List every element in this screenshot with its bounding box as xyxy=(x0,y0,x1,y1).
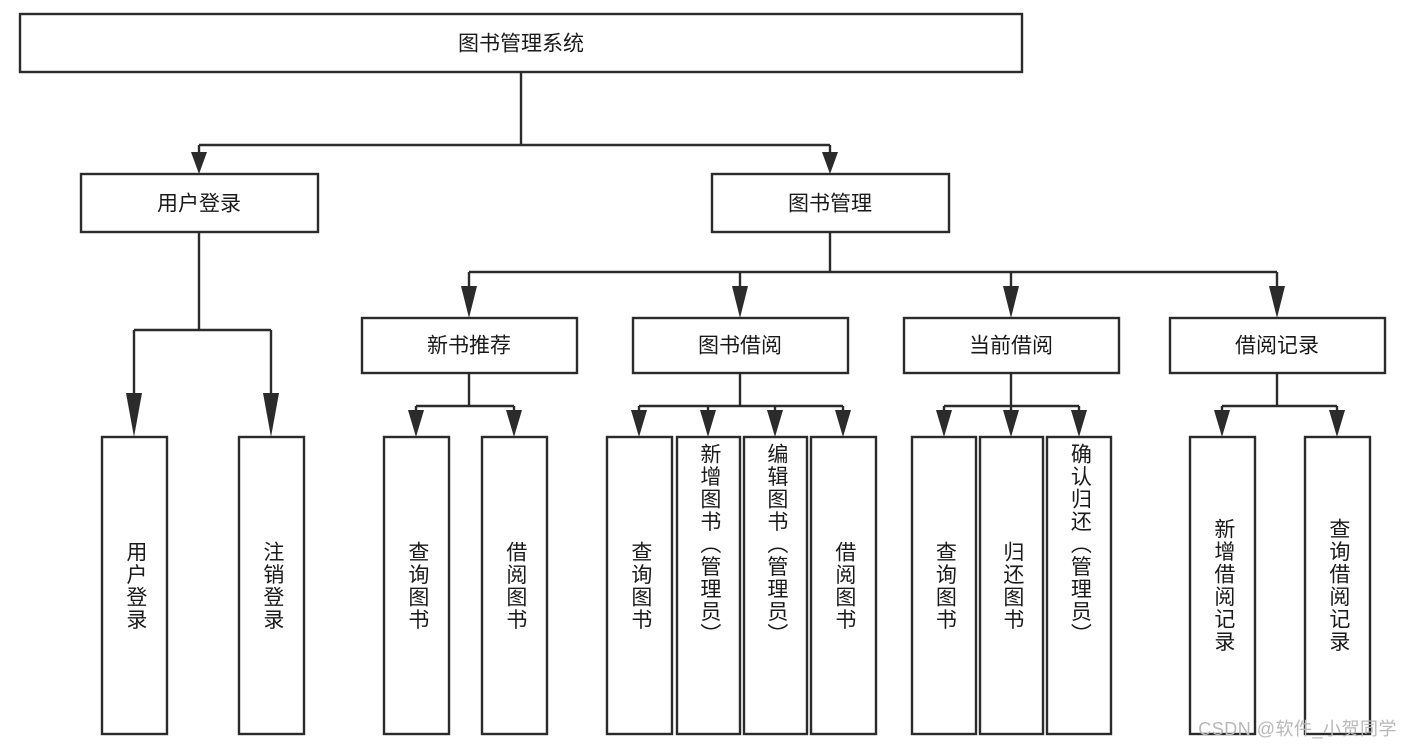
leaf-label-holder-confirm-return: 确认归还（管理员） xyxy=(1047,437,1111,734)
node-box-leaf-add-record[interactable] xyxy=(1188,435,1257,736)
arrow-head-leaf-logout-login xyxy=(263,393,279,437)
node-box-borrow-record[interactable] xyxy=(1168,316,1387,375)
arrow-head-leaf-query-book-rec xyxy=(408,410,424,437)
leaf-label-return-book: 归还图书 xyxy=(1000,540,1024,631)
node-box-leaf-query-book-cur[interactable] xyxy=(910,435,978,736)
arrow-head-leaf-add-record xyxy=(1214,410,1230,437)
leaf-label-holder-add-book: 新增图书（管理员） xyxy=(677,437,740,734)
arrow-head-leaf-borrow-book-rec xyxy=(506,410,522,437)
leaf-label-query-record: 查询借阅记录 xyxy=(1326,518,1350,653)
node-label-borrow-record: 借阅记录 xyxy=(1235,335,1319,358)
leaf-label-confirm-return: 确认归还（管理员） xyxy=(1068,443,1092,646)
node-box-leaf-return-book[interactable] xyxy=(978,435,1045,736)
arrow-head-borrow-record xyxy=(1269,286,1285,318)
arrow-head-leaf-user-login xyxy=(126,393,142,437)
node-box-leaf-add-book[interactable] xyxy=(675,435,742,736)
connector-group-new-book-rec xyxy=(408,373,522,437)
node-box-new-book-rec[interactable] xyxy=(360,316,579,375)
leaf-label-holder-query-book-rec: 查询图书 xyxy=(384,437,449,734)
connector-group-book-manage xyxy=(461,232,1285,318)
arrow-head-book-manage xyxy=(822,152,838,174)
node-box-leaf-query-record[interactable] xyxy=(1303,435,1372,736)
leaf-label-holder-borrow-book-rec: 借阅图书 xyxy=(482,437,547,734)
arrow-head-leaf-confirm-return xyxy=(1071,410,1087,437)
arrow-head-user-login xyxy=(191,152,207,174)
arrow-head-current-borrow xyxy=(1003,286,1019,318)
leaf-label-holder-return-book: 归还图书 xyxy=(980,437,1043,734)
node-box-leaf-user-login[interactable] xyxy=(100,435,169,736)
node-box-current-borrow[interactable] xyxy=(902,316,1121,375)
node-box-leaf-borrow-book-rec[interactable] xyxy=(480,435,549,736)
leaf-label-borrow-book: 借阅图书 xyxy=(832,540,856,631)
arrow-head-leaf-query-book-borrow xyxy=(631,410,647,437)
node-label-current-borrow: 当前借阅 xyxy=(969,335,1053,358)
leaf-label-holder-query-book-cur: 查询图书 xyxy=(912,437,976,734)
arrow-head-leaf-return-book xyxy=(1003,410,1019,437)
leaf-label-borrow-book-rec: 借阅图书 xyxy=(503,540,527,631)
connector-group-current-borrow xyxy=(936,373,1087,437)
leaf-label-holder-query-book-borrow: 查询图书 xyxy=(607,437,672,734)
node-box-leaf-query-book-rec[interactable] xyxy=(382,435,451,736)
leaf-label-add-book: 新增图书（管理员） xyxy=(697,443,721,646)
connector-group-user-login xyxy=(126,232,279,437)
leaf-label-query-book-borrow: 查询图书 xyxy=(628,540,652,631)
leaf-label-holder-query-record: 查询借阅记录 xyxy=(1305,437,1370,734)
node-box-root[interactable] xyxy=(18,12,1024,74)
node-box-leaf-confirm-return[interactable] xyxy=(1045,435,1113,736)
connector-group-root xyxy=(191,72,838,174)
node-box-book-borrow[interactable] xyxy=(631,316,850,375)
leaf-label-holder-user-login: 用户登录 xyxy=(102,437,167,734)
leaf-label-query-book-cur: 查询图书 xyxy=(933,540,957,631)
arrow-head-new-book-rec xyxy=(461,286,477,318)
connector-group-borrow-record xyxy=(1214,373,1345,437)
node-box-leaf-logout-login[interactable] xyxy=(237,435,306,736)
arrow-head-leaf-add-book xyxy=(700,410,716,437)
node-label-new-book-rec: 新书推荐 xyxy=(427,335,511,358)
node-box-user-login[interactable] xyxy=(79,172,320,234)
node-label-root: 图书管理系统 xyxy=(458,33,584,56)
arrow-head-leaf-edit-book xyxy=(767,410,783,437)
node-box-leaf-query-book-borrow[interactable] xyxy=(605,435,674,736)
node-box-book-manage[interactable] xyxy=(710,172,951,234)
arrow-head-leaf-query-record xyxy=(1329,410,1345,437)
node-box-leaf-edit-book[interactable] xyxy=(742,435,809,736)
arrow-head-leaf-borrow-book xyxy=(835,410,851,437)
leaf-label-holder-borrow-book: 借阅图书 xyxy=(811,437,876,734)
arrow-head-leaf-query-book-cur xyxy=(936,410,952,437)
leaf-label-holder-add-record: 新增借阅记录 xyxy=(1190,437,1255,734)
node-box-leaf-borrow-book[interactable] xyxy=(809,435,878,736)
arrow-head-book-borrow xyxy=(732,286,748,318)
leaf-label-add-record: 新增借阅记录 xyxy=(1211,518,1235,653)
leaf-label-holder-edit-book: 编辑图书（管理员） xyxy=(744,437,807,734)
leaf-label-query-book-rec: 查询图书 xyxy=(405,540,429,631)
leaf-label-edit-book: 编辑图书（管理员） xyxy=(764,443,788,646)
node-label-user-login: 用户登录 xyxy=(157,193,241,216)
watermark-text: CSDN @软件_小贺同学 xyxy=(1198,719,1397,739)
leaf-label-holder-logout-login: 注销登录 xyxy=(239,437,304,734)
node-label-book-borrow: 图书借阅 xyxy=(698,335,782,358)
connector-group-book-borrow xyxy=(631,373,851,437)
node-label-book-manage: 图书管理 xyxy=(788,193,872,216)
leaf-label-user-login: 用户登录 xyxy=(123,540,147,631)
leaf-label-logout-login: 注销登录 xyxy=(260,540,284,631)
